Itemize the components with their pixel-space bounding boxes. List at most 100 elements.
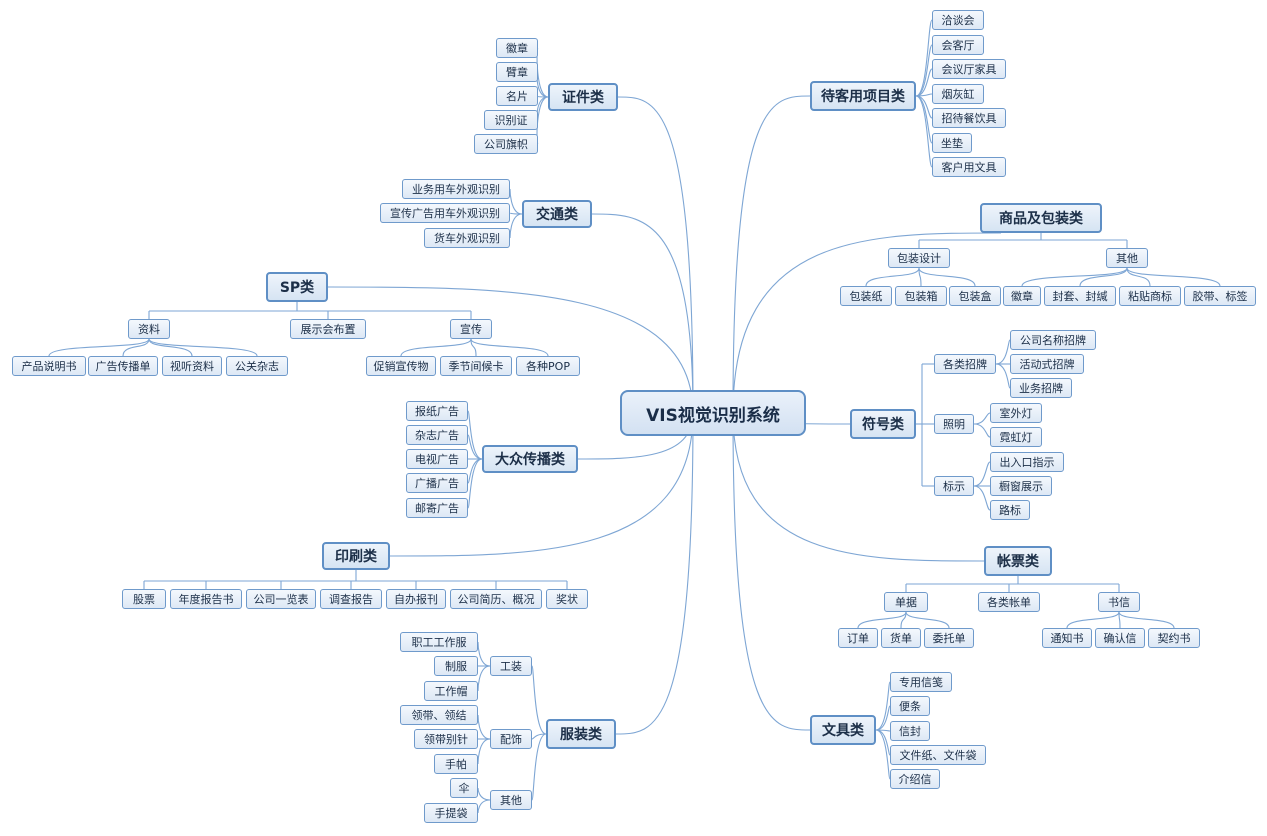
group-fuzhuang-1[interactable]: 配饰 (490, 729, 532, 749)
group-shangpin-1[interactable]: 其他 (1106, 248, 1148, 268)
item-wenju-0[interactable]: 专用信笺 (890, 672, 952, 692)
group-zhangpiao-2[interactable]: 书信 (1098, 592, 1140, 612)
item-zhangpiao-2-0[interactable]: 通知书 (1042, 628, 1092, 648)
item-fuzhuang-1-2[interactable]: 手帕 (434, 754, 478, 774)
item-dazhong-2[interactable]: 电视广告 (406, 449, 468, 469)
item-daike-3[interactable]: 烟灰缸 (932, 84, 984, 104)
item-sp-0-3[interactable]: 公关杂志 (226, 356, 288, 376)
item-jiaotong-1[interactable]: 宣传广告用车外观识别 (380, 203, 510, 223)
item-zhengjian-3[interactable]: 识别证 (484, 110, 538, 130)
item-fuhao-1-0[interactable]: 室外灯 (990, 403, 1042, 423)
item-shangpin-0-2[interactable]: 包装盒 (949, 286, 1001, 306)
item-sp-2-1[interactable]: 季节间候卡 (440, 356, 512, 376)
item-yinshua-2[interactable]: 公司一览表 (246, 589, 316, 609)
item-yinshua-0[interactable]: 股票 (122, 589, 166, 609)
group-shangpin-0[interactable]: 包装设计 (888, 248, 950, 268)
group-sp-1[interactable]: 展示会布置 (290, 319, 366, 339)
branch-fuzhuang[interactable]: 服装类 (546, 719, 616, 749)
item-fuhao-0-1[interactable]: 活动式招牌 (1010, 354, 1084, 374)
item-daike-5[interactable]: 坐垫 (932, 133, 972, 153)
item-shangpin-1-2[interactable]: 粘贴商标 (1119, 286, 1181, 306)
group-fuhao-1[interactable]: 照明 (934, 414, 974, 434)
fan-item-dazhong-0 (467, 410, 483, 460)
item-zhangpiao-2-2[interactable]: 契约书 (1148, 628, 1200, 648)
item-shangpin-1-0[interactable]: 徽章 (1003, 286, 1041, 306)
item-fuhao-2-0[interactable]: 出入口指示 (990, 452, 1064, 472)
item-fuzhuang-1-0[interactable]: 领带、领结 (400, 705, 478, 725)
item-fuzhuang-2-0[interactable]: 伞 (450, 778, 478, 798)
branch-fuhao[interactable]: 符号类 (850, 409, 916, 439)
item-wenju-1[interactable]: 便条 (890, 696, 930, 716)
item-fuhao-1-1[interactable]: 霓虹灯 (990, 427, 1042, 447)
item-zhengjian-2[interactable]: 名片 (496, 86, 538, 106)
item-zhengjian-4[interactable]: 公司旗帜 (474, 134, 538, 154)
group-fuzhuang-2[interactable]: 其他 (490, 790, 532, 810)
item-shangpin-1-1[interactable]: 封套、封缄 (1044, 286, 1116, 306)
group-sp-0[interactable]: 资料 (128, 319, 170, 339)
item-yinshua-1[interactable]: 年度报告书 (170, 589, 242, 609)
item-shangpin-0-1[interactable]: 包装箱 (895, 286, 947, 306)
item-dazhong-1[interactable]: 杂志广告 (406, 425, 468, 445)
item-sp-0-0[interactable]: 产品说明书 (12, 356, 86, 376)
item-daike-2[interactable]: 会议厅家具 (932, 59, 1006, 79)
branch-yinshua[interactable]: 印刷类 (322, 542, 390, 570)
group-fuhao-0[interactable]: 各类招牌 (934, 354, 996, 374)
item-zhangpiao-2-1[interactable]: 确认信 (1095, 628, 1145, 648)
item-fuhao-0-0[interactable]: 公司名称招牌 (1010, 330, 1096, 350)
item-sp-2-2[interactable]: 各种POP (516, 356, 580, 376)
link-branch-shangpin (732, 232, 1002, 414)
group-fuhao-2[interactable]: 标示 (934, 476, 974, 496)
item-wenju-3[interactable]: 文件纸、文件袋 (890, 745, 986, 765)
item-zhengjian-1[interactable]: 臂章 (496, 62, 538, 82)
link-branch-jiaotong (591, 213, 694, 414)
branch-wenju[interactable]: 文具类 (810, 715, 876, 745)
item-fuzhuang-0-0[interactable]: 职工工作服 (400, 632, 478, 652)
item-zhangpiao-0-1[interactable]: 货单 (881, 628, 921, 648)
link-branch-zhangpiao (732, 412, 985, 562)
item-fuhao-2-1[interactable]: 橱窗展示 (990, 476, 1052, 496)
group-fuzhuang-0[interactable]: 工装 (490, 656, 532, 676)
item-wenju-4[interactable]: 介绍信 (890, 769, 940, 789)
item-dazhong-3[interactable]: 广播广告 (406, 473, 468, 493)
item-yinshua-5[interactable]: 公司简历、概况 (450, 589, 542, 609)
item-fuzhuang-0-2[interactable]: 工作帽 (424, 681, 478, 701)
item-zhangpiao-0-2[interactable]: 委托单 (924, 628, 974, 648)
item-fuhao-2-2[interactable]: 路标 (990, 500, 1030, 520)
item-jiaotong-2[interactable]: 货车外观识别 (424, 228, 510, 248)
item-daike-4[interactable]: 招待餐饮具 (932, 108, 1006, 128)
item-sp-0-1[interactable]: 广告传播单 (88, 356, 158, 376)
item-fuzhuang-0-1[interactable]: 制服 (434, 656, 478, 676)
item-fuzhuang-2-1[interactable]: 手提袋 (424, 803, 478, 823)
group-zhangpiao-1[interactable]: 各类帐单 (978, 592, 1040, 612)
item-wenju-2[interactable]: 信封 (890, 721, 930, 741)
item-daike-0[interactable]: 洽谈会 (932, 10, 984, 30)
item-fuhao-0-2[interactable]: 业务招牌 (1010, 378, 1072, 398)
item-yinshua-6[interactable]: 奖状 (546, 589, 588, 609)
root-node[interactable]: VIS视觉识别系统 (620, 390, 806, 436)
branch-zhangpiao[interactable]: 帐票类 (984, 546, 1052, 576)
item-zhengjian-0[interactable]: 徽章 (496, 38, 538, 58)
branch-dazhong[interactable]: 大众传播类 (482, 445, 578, 473)
branch-daike[interactable]: 待客用项目类 (810, 81, 916, 111)
item-dazhong-4[interactable]: 邮寄广告 (406, 498, 468, 518)
item-dazhong-0[interactable]: 报纸广告 (406, 401, 468, 421)
item-zhangpiao-0-0[interactable]: 订单 (838, 628, 878, 648)
item-fuzhuang-1-1[interactable]: 领带别针 (414, 729, 478, 749)
item-sp-0-2[interactable]: 视听资料 (162, 356, 222, 376)
group-sp-2[interactable]: 宣传 (450, 319, 492, 339)
item-yinshua-4[interactable]: 自办报刊 (386, 589, 446, 609)
branch-shangpin[interactable]: 商品及包装类 (980, 203, 1102, 233)
item-shangpin-0-0[interactable]: 包装纸 (840, 286, 892, 306)
item-daike-6[interactable]: 客户用文具 (932, 157, 1006, 177)
item-jiaotong-0[interactable]: 业务用车外观识别 (402, 179, 510, 199)
group-zhangpiao-0[interactable]: 单据 (884, 592, 928, 612)
branch-jiaotong[interactable]: 交通类 (522, 200, 592, 228)
fan-item-jiaotong-0 (509, 188, 523, 215)
item-daike-1[interactable]: 会客厅 (932, 35, 984, 55)
item-yinshua-3[interactable]: 调查报告 (320, 589, 382, 609)
branch-sp[interactable]: SP类 (266, 272, 328, 302)
branch-zhengjian[interactable]: 证件类 (548, 83, 618, 111)
arc-item-sp-0-0 (48, 338, 150, 357)
item-shangpin-1-3[interactable]: 胶带、标签 (1184, 286, 1256, 306)
item-sp-2-0[interactable]: 促销宣传物 (366, 356, 436, 376)
